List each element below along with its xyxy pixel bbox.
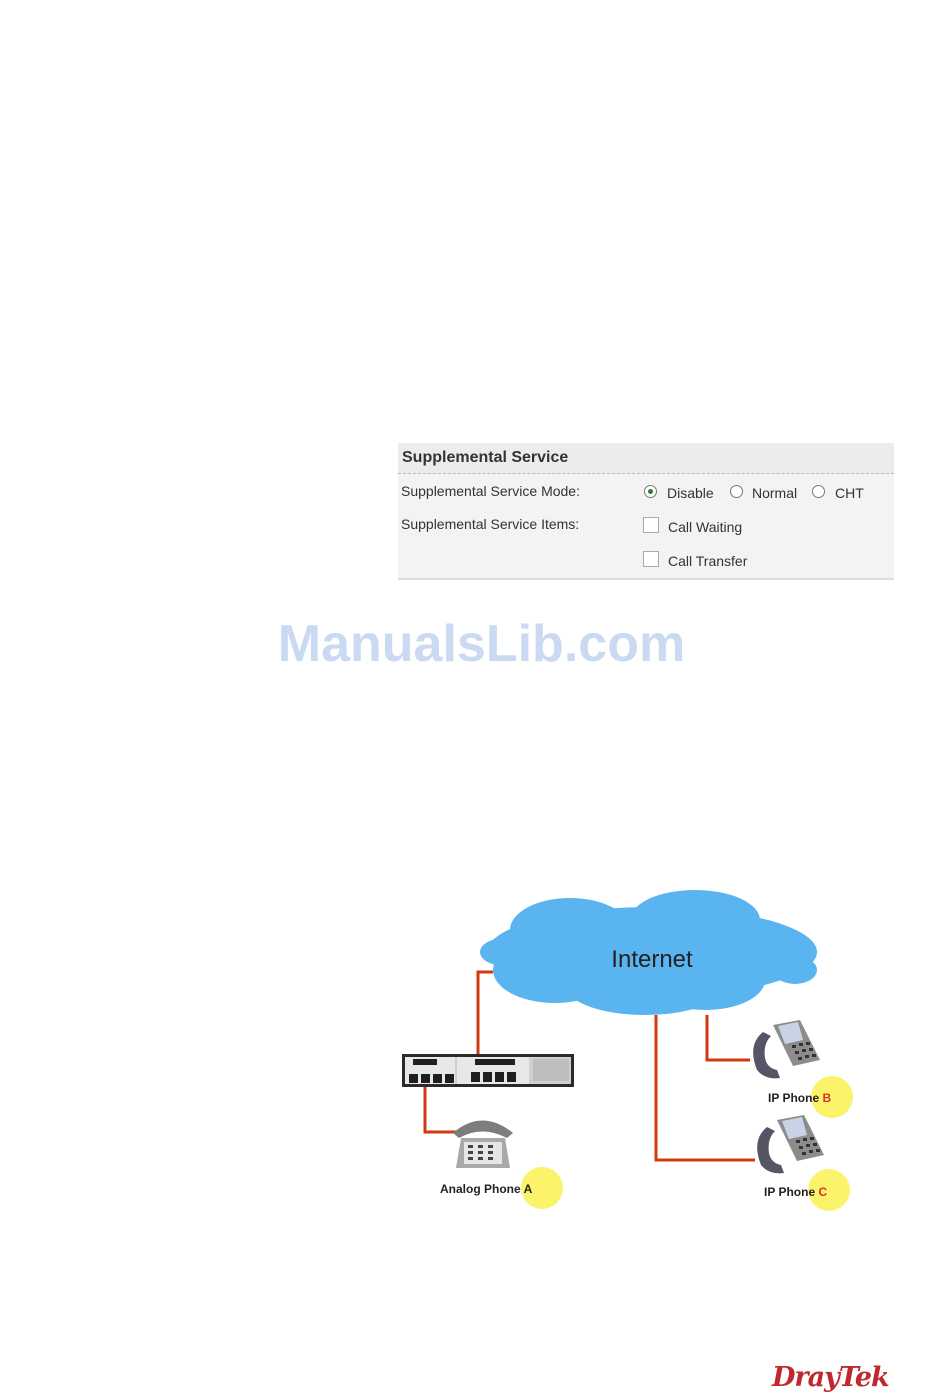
network-diagram: Internet Analog Phone A	[395, 880, 875, 1220]
phone-c-label: IP Phone C	[764, 1185, 827, 1199]
analog-phone-icon	[453, 1121, 513, 1169]
cloud-label: Internet	[611, 946, 693, 973]
radio-cht-label[interactable]: CHT	[835, 485, 864, 501]
radio-cht[interactable]	[812, 485, 825, 498]
panel-header: Supplemental Service	[398, 443, 894, 474]
phone-a-label: Analog Phone A	[440, 1182, 533, 1196]
watermark: ManualsLib.com	[0, 614, 950, 674]
ip-phone-c-icon	[757, 1115, 824, 1173]
call-waiting-checkbox[interactable]	[643, 517, 659, 533]
call-transfer-label[interactable]: Call Transfer	[668, 553, 747, 569]
phone-b-label: IP Phone B	[768, 1091, 831, 1105]
radio-normal-label[interactable]: Normal	[752, 485, 797, 501]
items-label: Supplemental Service Items:	[401, 516, 579, 532]
ip-phone-b-icon	[753, 1020, 820, 1078]
call-waiting-label[interactable]: Call Waiting	[668, 519, 742, 535]
call-transfer-checkbox[interactable]	[643, 551, 659, 567]
mode-label: Supplemental Service Mode:	[401, 483, 580, 499]
supplemental-service-panel: Supplemental Service Supplemental Servic…	[398, 443, 894, 580]
radio-disable[interactable]	[644, 485, 657, 498]
panel-title: Supplemental Service	[402, 449, 568, 467]
draytek-logo: DrayTek	[772, 1362, 889, 1393]
router-device	[402, 1054, 574, 1087]
radio-normal[interactable]	[730, 485, 743, 498]
radio-disable-label[interactable]: Disable	[667, 485, 714, 501]
